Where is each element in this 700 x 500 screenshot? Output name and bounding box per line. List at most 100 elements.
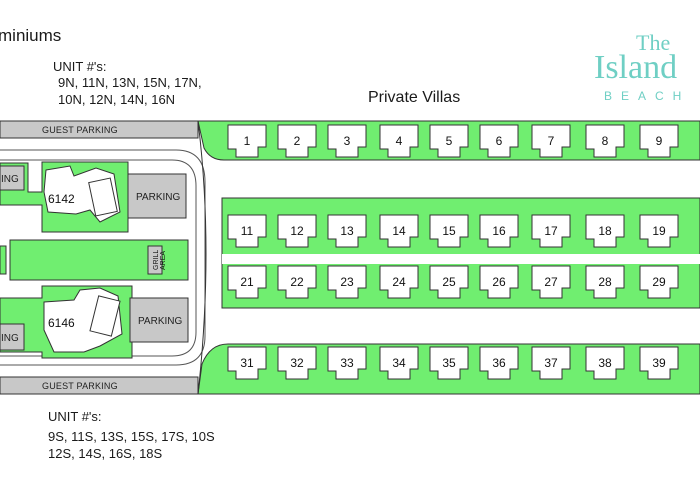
villa-unit-9[interactable]: 9 [639,124,679,158]
villa-unit-label: 38 [598,356,612,370]
villa-unit-12[interactable]: 12 [277,214,317,248]
grill-area [147,245,163,275]
villa-unit-label: 11 [241,224,254,238]
villa-unit-outline [327,124,367,158]
villa-unit-34[interactable]: 34 [379,346,419,380]
villa-unit-label: 22 [290,275,304,289]
condominiums-title: miniums [0,26,62,45]
building-6146-wing [89,295,121,337]
driveway-inner [0,159,197,357]
villa-unit-24[interactable]: 24 [379,265,419,299]
villa-unit-label: 7 [548,134,555,148]
villa-unit-17[interactable]: 17 [531,214,571,248]
villa-unit-11[interactable]: 11 [227,214,267,248]
villa-unit-4[interactable]: 4 [379,124,419,158]
villa-unit-outline [327,214,367,248]
villa-unit-outline [277,214,317,248]
villa-unit-27[interactable]: 27 [531,265,571,299]
villa-unit-outline [327,346,367,380]
villa-unit-5[interactable]: 5 [429,124,469,158]
villa-unit-label: 12 [290,224,304,238]
villa-unit-label: 2 [294,134,301,148]
villa-unit-29[interactable]: 29 [639,265,679,299]
villa-unit-38[interactable]: 38 [585,346,625,380]
villa-unit-outline [277,346,317,380]
villa-unit-3[interactable]: 3 [327,124,367,158]
villa-unit-label: 9 [656,134,663,148]
villa-unit-outline [429,265,469,299]
villa-unit-outline [379,346,419,380]
parking-north-label: PARKING [136,192,180,203]
villa-unit-28[interactable]: 28 [585,265,625,299]
left-parking-top-label: ING [1,174,19,185]
villa-unit-26[interactable]: 26 [479,265,519,299]
villa-unit-32[interactable]: 32 [277,346,317,380]
villa-lawn-left-edge [197,120,207,395]
villa-unit-36[interactable]: 36 [479,346,519,380]
villa-unit-label: 18 [598,224,612,238]
villa-unit-label: 39 [652,356,666,370]
villa-unit-37[interactable]: 37 [531,346,571,380]
villa-unit-outline [639,214,679,248]
villa-unit-label: 3 [344,134,351,148]
villa-unit-label: 33 [340,356,354,370]
villa-unit-label: 19 [652,224,666,238]
parking-south-label: PARKING [138,316,182,327]
villa-unit-outline [585,214,625,248]
villa-unit-25[interactable]: 25 [429,265,469,299]
villa-unit-label: 25 [442,275,456,289]
south-units-line2: 12S, 14S, 16S, 18S [48,446,163,461]
left-parking-bottom-label: ING [1,333,19,344]
villa-unit-outline [479,346,519,380]
villa-unit-6[interactable]: 6 [479,124,519,158]
parking-south [129,297,189,343]
guest-parking-top-lot [0,120,199,139]
logo-beach: BEACH [604,89,690,103]
left-parking-top [0,165,25,191]
middle-left-stub [0,245,7,275]
villa-unit-2[interactable]: 2 [277,124,317,158]
villa-unit-outline [227,265,267,299]
island-beach-logo: The Island BEACH [594,30,690,103]
villa-unit-39[interactable]: 39 [639,346,679,380]
south-units-label: UNIT #'s: [48,409,102,424]
villa-unit-outline [479,214,519,248]
villa-unit-label: 35 [442,356,456,370]
villa-unit-outline [379,214,419,248]
villa-unit-22[interactable]: 22 [277,265,317,299]
logo-island: Island [594,49,677,86]
villa-unit-label: 29 [652,275,666,289]
villa-unit-8[interactable]: 8 [585,124,625,158]
villa-unit-outline [429,124,469,158]
villa-unit-outline [585,346,625,380]
building-6142-wing [88,177,118,217]
villa-unit-outline [531,124,571,158]
villa-unit-33[interactable]: 33 [327,346,367,380]
villa-unit-13[interactable]: 13 [327,214,367,248]
villa-unit-23[interactable]: 23 [327,265,367,299]
guest-parking-bottom-label: GUEST PARKING [42,381,118,391]
villa-unit-15[interactable]: 15 [429,214,469,248]
villa-lawn-middle-gap [222,254,700,264]
villa-unit-label: 13 [340,224,354,238]
building-6142-label: 6142 [48,192,75,206]
villa-unit-outline [585,124,625,158]
villa-unit-16[interactable]: 16 [479,214,519,248]
villa-unit-1[interactable]: 1 [227,124,267,158]
grill-label-1: GRILL [153,250,160,270]
villa-unit-31[interactable]: 31 [227,346,267,380]
private-villas-title: Private Villas [368,89,461,106]
north-units-label: UNIT #'s: [53,59,107,74]
villa-unit-19[interactable]: 19 [639,214,679,248]
logo-the: The [636,30,670,55]
villa-unit-7[interactable]: 7 [531,124,571,158]
driveway-loop [0,149,206,366]
villa-unit-14[interactable]: 14 [379,214,419,248]
villa-unit-21[interactable]: 21 [227,265,267,299]
villa-unit-outline [531,346,571,380]
villa-unit-35[interactable]: 35 [429,346,469,380]
villa-unit-18[interactable]: 18 [585,214,625,248]
building-6146-label: 6146 [48,316,75,330]
